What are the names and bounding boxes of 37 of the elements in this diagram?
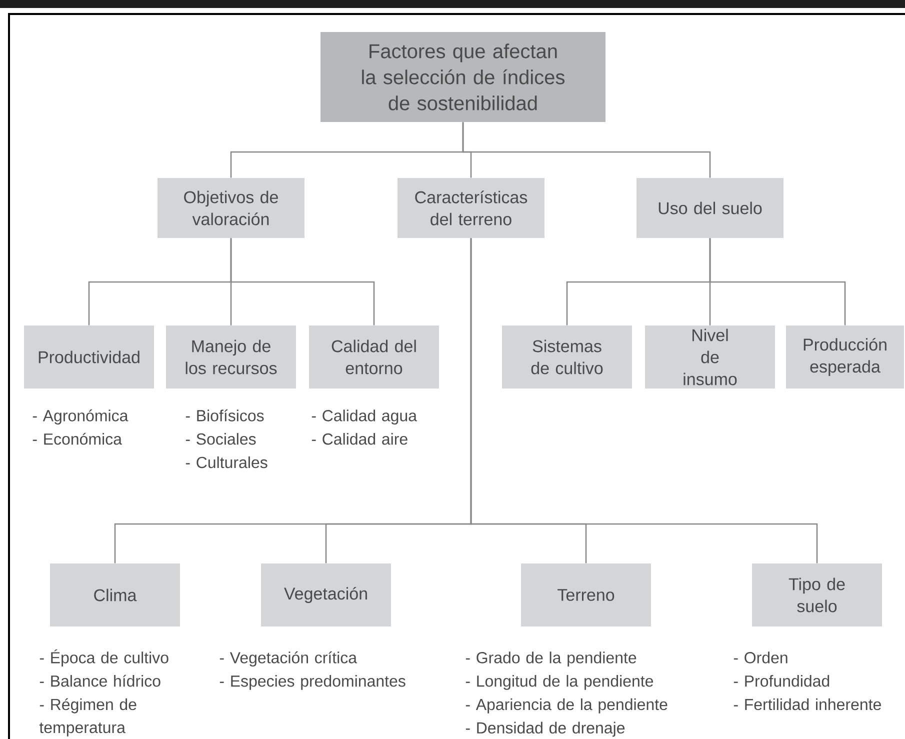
category-box: Productividad [24,326,154,388]
category-box: Objetivos de valoración [158,178,304,238]
list-item: - Densidad de drenaje [466,722,625,737]
list-item: - Balance hídrico [40,674,160,687]
category-box: Calidad del entorno [309,326,439,388]
list-item: - Sociales [186,433,256,445]
list-item: - Vegetación crítica [220,651,358,667]
list-item: - Grado de la pendiente [466,652,636,667]
category-box: Terreno [521,564,651,626]
category-box: Uso del suelo [636,178,784,238]
connector-line [470,238,818,564]
category-box: Sistemas de cultivo [502,326,632,388]
list-item: - Calidad aire [312,433,408,445]
list-item: - Económica [32,432,122,445]
category-box: Manejo de los recursos [166,326,296,388]
category-box: Características del terreno [398,178,544,238]
list-item: - Orden [734,652,788,664]
category-box: Nivel de insumo [645,326,775,388]
connector-line [230,238,375,326]
connector-line [709,238,846,326]
list-item: - Especies predominantes [220,675,406,690]
list-item: - Profundidad [734,675,830,687]
list-item: - Fertilidad inherente [734,698,881,710]
category-box: Clima [50,564,180,626]
list-item: - Biofísicos [186,409,264,422]
category-box: Factores que afectan la selección de índices de sostenibilidad [320,32,606,122]
list-item: - Época de cultivo [40,649,168,667]
list-item: - Régimen de temperatura [39,698,136,736]
category-box: Producción esperada [786,326,904,388]
list-item: - Culturales [186,456,268,468]
category-box: Tipo de suelo [752,564,882,626]
list-item: - Longitud de la pendiente [466,675,654,690]
list-item: - Agronómica [32,409,128,425]
category-box: Vegetación [261,564,391,626]
list-item: - Apariencia de la pendiente [466,698,668,714]
connector-line [462,122,711,178]
list-item: - Calidad agua [312,410,417,425]
